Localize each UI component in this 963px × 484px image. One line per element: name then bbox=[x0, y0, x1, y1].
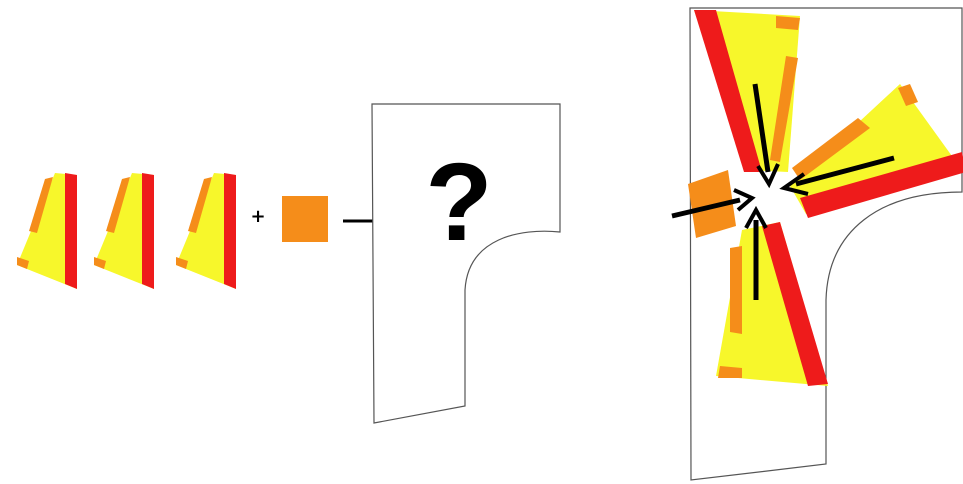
arrow-from-top-head bbox=[756, 163, 780, 189]
solved-wedge-right bbox=[790, 84, 963, 218]
wedge-piece-1 bbox=[17, 173, 77, 289]
question-mark: ? bbox=[425, 141, 492, 264]
wedge-piece-3 bbox=[176, 173, 236, 289]
square-piece bbox=[282, 196, 328, 242]
solved-wedge-top bbox=[694, 10, 800, 172]
arrow-from-left bbox=[671, 197, 741, 219]
solved-wedge-bottom bbox=[716, 222, 828, 386]
arrow-from-top bbox=[752, 83, 771, 173]
solved-square bbox=[688, 170, 736, 238]
wedge-piece-2 bbox=[94, 173, 154, 289]
arrow-from-right bbox=[795, 155, 895, 187]
arrow-from-bottom-head bbox=[744, 205, 768, 229]
arrow-from-left-head bbox=[733, 188, 756, 212]
inward-arrows bbox=[671, 83, 895, 300]
plus-sign: + bbox=[250, 206, 265, 227]
arrow-from-right-head bbox=[779, 172, 809, 196]
empty-target-shape bbox=[371, 103, 561, 424]
